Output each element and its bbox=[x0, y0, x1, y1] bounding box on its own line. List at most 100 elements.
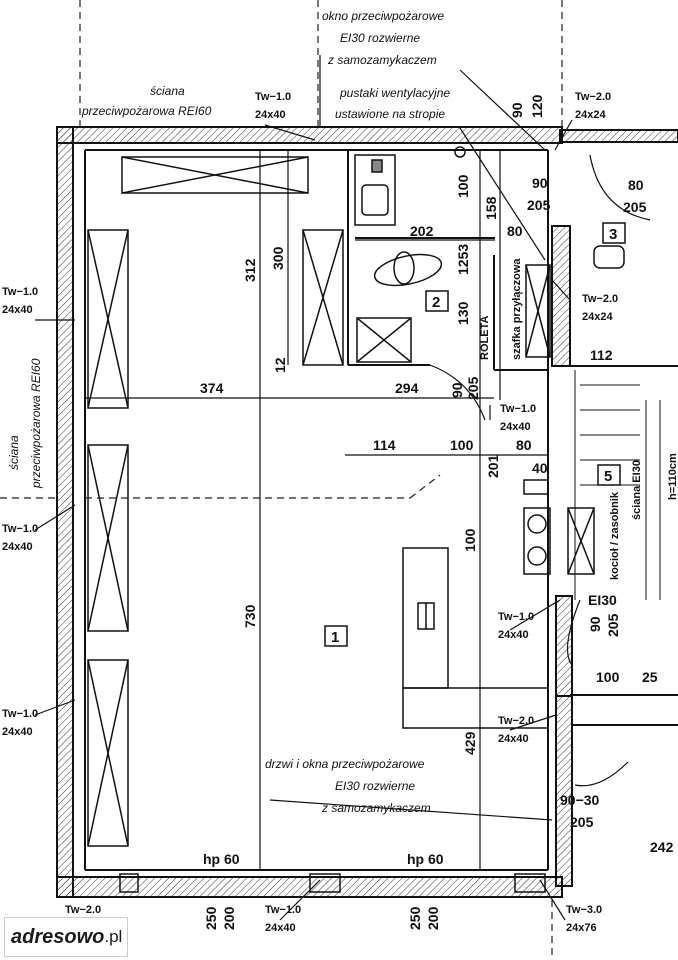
vent-size: 24x40 bbox=[255, 109, 286, 121]
vent-code: Tw−1.0 bbox=[255, 91, 291, 103]
dim-250-left: 250 bbox=[203, 906, 219, 930]
dim-312: 312 bbox=[242, 258, 258, 282]
dim-205b: 205 bbox=[623, 199, 647, 215]
note-top-door-3: z samozamykaczem bbox=[327, 53, 437, 67]
vent-code: Tw−1.0 bbox=[500, 403, 536, 415]
vent-size: 24x40 bbox=[498, 629, 529, 641]
bathroom-fixtures bbox=[354, 146, 625, 287]
note-vents-1: pustaki wentylacyjne bbox=[339, 86, 450, 100]
note-kociol: kocioł / zasobnik bbox=[609, 491, 621, 580]
dim-40: 40 bbox=[532, 460, 548, 476]
watermark-brand: adresowo bbox=[11, 925, 105, 948]
vent-code: Tw−1.0 bbox=[498, 611, 534, 623]
dim-205a: 205 bbox=[527, 197, 551, 213]
dim-114: 114 bbox=[373, 437, 396, 453]
dim-100a: 100 bbox=[455, 174, 471, 198]
note-stair-height: h=110cm bbox=[667, 453, 678, 500]
dim-158: 158 bbox=[483, 196, 499, 220]
note-top-wall-1: ściana bbox=[150, 84, 185, 98]
boiler-area bbox=[523, 479, 595, 575]
dim-130: 130 bbox=[455, 301, 471, 325]
dim-201: 201 bbox=[485, 454, 501, 478]
vent-code: Tw−2.0 bbox=[498, 715, 534, 727]
vent-size: 24x76 bbox=[566, 922, 597, 934]
room-3-label: 3 bbox=[609, 226, 617, 243]
vent-labels: Tw−1.0 24x40 Tw−2.0 24x24 Tw−1.0 24x40 T… bbox=[2, 91, 618, 934]
dimension-labels: 312 300 202 80 90 120 90 205 80 205 100 … bbox=[200, 94, 674, 930]
vent-code: Tw−1.0 bbox=[265, 904, 301, 916]
dim-1253: 1253 bbox=[455, 244, 471, 275]
dim-250-right: 250 bbox=[407, 906, 423, 930]
door-swings bbox=[429, 154, 651, 787]
dim-25: 25 bbox=[642, 669, 658, 685]
dim-12: 12 bbox=[272, 357, 288, 373]
dim-90-30: 90−30 bbox=[560, 792, 600, 808]
dim-205e: 205 bbox=[570, 814, 594, 830]
dim-200-left: 200 bbox=[221, 906, 237, 930]
dashed-lines bbox=[0, 0, 563, 960]
dim-80a: 80 bbox=[507, 223, 523, 239]
note-center-door-2: EI30 rozwierne bbox=[335, 779, 415, 793]
note-top-wall-2: przeciwpożarowa REI60 bbox=[81, 104, 212, 118]
kitchen-island bbox=[402, 547, 549, 729]
dim-300: 300 bbox=[270, 246, 286, 270]
dim-80c: 80 bbox=[516, 437, 532, 453]
vent-code: Tw−2.0 bbox=[575, 91, 611, 103]
note-top-door-1: okno przeciwpożarowe bbox=[322, 9, 444, 23]
vent-size: 24x40 bbox=[500, 421, 531, 433]
dim-112: 112 bbox=[590, 347, 613, 363]
vent-code: Tw−2.0 bbox=[65, 904, 101, 916]
dim-429: 429 bbox=[462, 731, 478, 755]
dim-100c: 100 bbox=[462, 528, 478, 552]
dim-hp-60-right: hp 60 bbox=[407, 851, 444, 867]
room-2-label: 2 bbox=[432, 294, 440, 311]
note-roleta: ROLETA bbox=[479, 316, 491, 360]
dim-90a: 90 bbox=[509, 102, 525, 118]
dim-120: 120 bbox=[529, 94, 545, 118]
vent-code: Tw−3.0 bbox=[566, 904, 602, 916]
dim-90d: 90 bbox=[587, 616, 603, 632]
dim-202: 202 bbox=[410, 223, 434, 239]
room-5-label: 5 bbox=[604, 468, 612, 485]
dim-205c: 205 bbox=[465, 376, 481, 400]
staircase bbox=[574, 370, 661, 600]
dim-374: 374 bbox=[200, 380, 224, 396]
vent-size: 24x40 bbox=[2, 304, 33, 316]
vent-code: Tw−1.0 bbox=[2, 286, 38, 298]
watermark-tld: .pl bbox=[104, 927, 123, 946]
dim-90b: 90 bbox=[532, 175, 548, 191]
vent-size: 24x40 bbox=[498, 733, 529, 745]
note-top-door-2: EI30 rozwierne bbox=[340, 31, 420, 45]
note-szafka: szafka przyłączowa bbox=[511, 258, 523, 360]
note-center-door-1: drzwi i okna przeciwpożarowe bbox=[265, 757, 425, 771]
watermark-logo: adresowo.pl bbox=[4, 917, 128, 957]
annotations: okno przeciwpożarowe EI30 rozwierne z sa… bbox=[7, 9, 678, 815]
vent-size: 24x40 bbox=[2, 541, 33, 553]
note-left-wall-2: przeciwpożarowa REI60 bbox=[29, 358, 43, 489]
dim-90c: 90 bbox=[449, 382, 465, 398]
vent-size: 24x24 bbox=[575, 109, 606, 121]
note-stair-right: ściana EI30 bbox=[631, 460, 643, 520]
note-center-door-3: z samozamykaczem bbox=[321, 801, 431, 815]
dim-242: 242 bbox=[650, 839, 674, 855]
dim-200-right: 200 bbox=[425, 906, 441, 930]
dim-730: 730 bbox=[242, 604, 258, 628]
dim-100d: 100 bbox=[596, 669, 620, 685]
dim-100b: 100 bbox=[450, 437, 474, 453]
leader-lines bbox=[34, 55, 573, 921]
note-stair-ei: EI30 bbox=[588, 592, 617, 608]
dim-hp-60-left: hp 60 bbox=[203, 851, 240, 867]
room-1-label: 1 bbox=[331, 629, 339, 646]
vent-size: 24x40 bbox=[2, 726, 33, 738]
room-labels: 1 2 3 5 bbox=[324, 222, 626, 647]
windows bbox=[87, 156, 551, 893]
vent-code: Tw−1.0 bbox=[2, 708, 38, 720]
note-left-wall-1: ściana bbox=[7, 435, 21, 470]
note-vents-2: ustawione na stropie bbox=[335, 107, 445, 121]
vent-size: 24x40 bbox=[265, 922, 296, 934]
dim-294: 294 bbox=[395, 380, 419, 396]
vent-code: Tw−2.0 bbox=[582, 293, 618, 305]
vent-code: Tw−1.0 bbox=[2, 523, 38, 535]
